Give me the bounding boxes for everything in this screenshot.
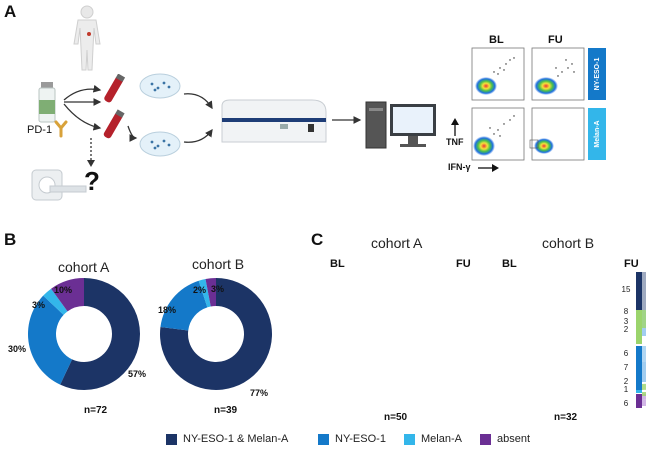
sankey-a-left-count: 2 [624,377,629,386]
axis-x-arrow [478,164,499,172]
sankey-a-left-count: 8 [624,307,629,316]
donut-b-pct-ny: 18% [158,305,177,315]
flow-dot-plots [471,47,585,161]
sankey-a-left-count: 3 [624,317,629,326]
donut-a-slice-ny-melan [60,278,140,390]
sankey-a-left-count: 6 [624,349,629,358]
donut-a-slice-ny [27,295,73,385]
legend-label: NY-ESO-1 & Melan-A [183,433,289,445]
donut-b-pct-ny-melan: 77% [250,388,269,398]
legend-item-ny: NY-ESO-1 [318,433,386,445]
legend-item-absent: absent [480,433,530,445]
donut-b-slice-ny-melan [159,278,272,390]
svg-text:NY-ESO-1: NY-ESO-1 [594,58,601,91]
donut-title-b: cohort B [192,256,245,272]
flow-column-bl: BL [489,34,504,46]
legend-item-ny-melan: NY-ESO-1 & Melan-A [166,433,288,445]
sankey-a-left-count: 15 [622,285,631,294]
flow-column-fu: FU [548,34,563,46]
question-mark: ? [84,166,100,196]
svg-text:Melan-A: Melan-A [594,120,601,147]
legend-item-melan: Melan-A [404,433,462,445]
donut-b-slice-melan [198,278,211,308]
sankey-title-b: cohort B [542,235,595,251]
petri-dish-icon [139,131,181,157]
flow-row-labels: NY-ESO-1 Melan-A [588,48,606,160]
legend-swatch [166,433,177,445]
donut-b-slice-ny [160,280,208,331]
donut-a-pct-absent: 10% [54,285,73,295]
donut-a-pct-ny-melan: 57% [128,369,147,379]
sankey-b-bl: BL [502,258,517,270]
donut-a-pct-ny: 30% [8,344,27,354]
sankey-a-left-count: 1 [624,385,629,394]
panel-label-b: B [4,230,17,249]
donut-title-a: cohort A [58,259,110,275]
drug-vial-icon [38,82,56,123]
sankey-a-n: n=50 [384,412,408,423]
axis-y-arrow [451,118,459,136]
axis-x-label: IFN-γ [448,162,471,172]
drug-label: PD-1 [27,124,53,136]
antibody-icon [54,120,68,138]
petri-dish-icon [139,73,181,99]
legend-swatch [318,433,329,445]
donut-b-pct-absent: 3% [211,284,225,294]
donut-charts [27,278,272,390]
sankey-b-n: n=32 [554,412,578,423]
dotted-arrow [87,138,95,167]
legend-swatch [480,433,491,445]
sankey-a-bl: BL [330,258,345,270]
panel-label-a: A [4,2,17,21]
sankey-title-a: cohort A [371,235,423,251]
axis-y-label: TNF [446,137,464,147]
human-figure-icon [73,5,101,71]
sankey-a-fu: FU [456,258,471,270]
sankey-a-left-count: 6 [624,399,629,408]
legend-label: absent [497,433,531,445]
legend-label: Melan-A [421,433,462,445]
vial-arrows [63,84,102,131]
sankey-a-left-count: 2 [624,325,629,334]
donut-a-slice-absent [51,278,84,312]
blood-tube-icon [103,74,126,139]
donut-a-slice-melan [43,288,68,315]
donut-b-n: n=39 [214,405,238,416]
computer-icon [365,101,436,149]
donut-a-n: n=72 [84,405,108,416]
donut-a-pct-melan: 3% [32,300,46,310]
dish-arrows [127,93,213,143]
legend-label: NY-ESO-1 [335,433,386,445]
cytometer-arrow [332,116,362,124]
donut-b-slice-absent [205,278,216,307]
sankey-a-left-count: 7 [624,363,629,372]
flow-cytometer-icon [221,99,327,143]
legend-swatch [404,433,415,445]
sankey-diagrams: 15832672161561287223219422411924421 [622,272,646,408]
sankey-b-fu: FU [624,258,639,270]
panel-label-c: C [311,230,324,249]
ct-scanner-icon [31,169,87,201]
donut-b-pct-melan: 2% [193,285,207,295]
